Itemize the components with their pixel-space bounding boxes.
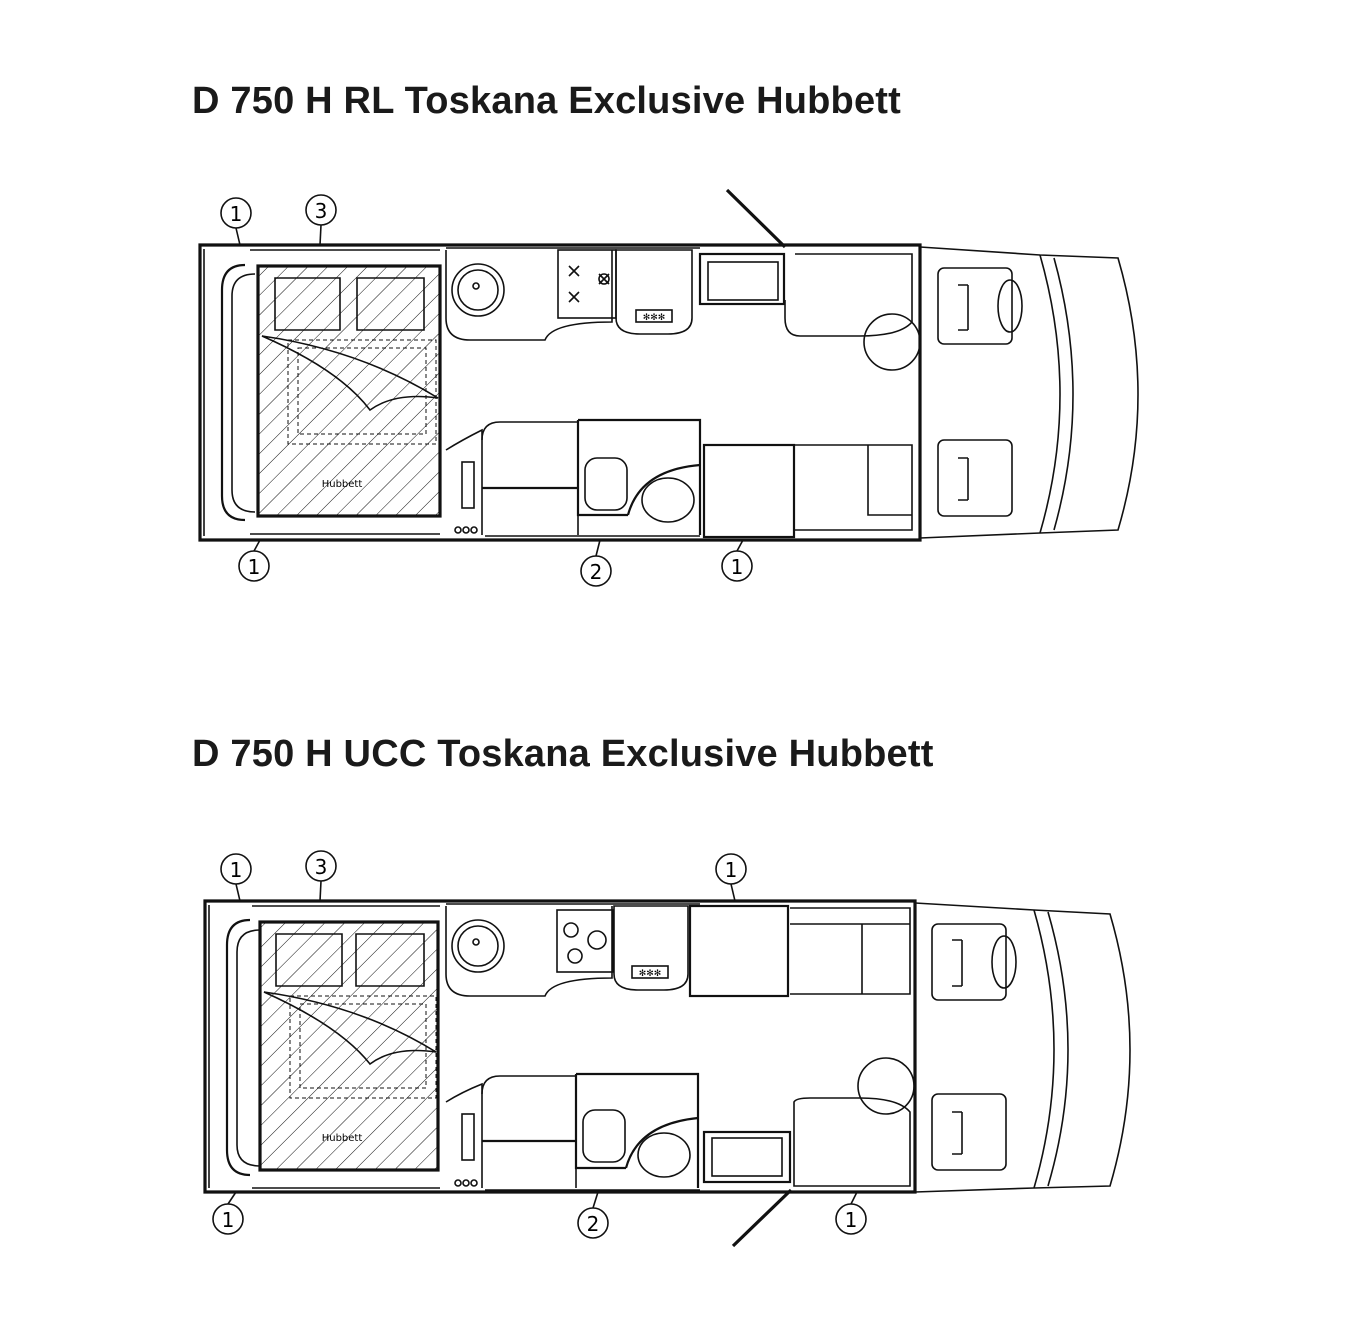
callout-label: 3: [315, 855, 328, 879]
cabinet-entry: [698, 252, 786, 306]
vehicle-body: [198, 243, 1139, 542]
callout-label: 1: [845, 1208, 858, 1232]
front-dinette: [688, 904, 911, 998]
callout-label: 1: [230, 858, 243, 882]
callout-label: 1: [725, 858, 738, 882]
entry-door: [731, 1188, 793, 1248]
window-lines: [252, 903, 700, 1191]
fridge: ✻✻✻: [615, 249, 693, 335]
callout-label: 1: [222, 1208, 235, 1232]
cab-seat-driver: [937, 267, 1023, 345]
callout-label: 2: [587, 1212, 600, 1236]
cab-seat-passenger: [937, 439, 1013, 517]
cab-seat-passenger: [931, 1093, 1007, 1171]
floorplan-ucc: Hubbett ✻✻✻: [203, 850, 1131, 1248]
wardrobe-and-bathroom: [445, 1072, 700, 1188]
cabinet-entry: [702, 1130, 792, 1184]
callout-label: 1: [731, 555, 744, 579]
fridge: ✻✻✻: [613, 905, 689, 991]
callout-label: 1: [230, 202, 243, 226]
floorplan-title-ucc: D 750 H UCC Toskana Exclusive Hubbett: [192, 733, 934, 775]
fridge-label: ✻✻✻: [643, 313, 666, 323]
cab-seat-driver: [931, 923, 1017, 1001]
callout-label: 3: [315, 199, 328, 223]
dinette-bench: [784, 253, 921, 371]
kitchen-sink: [445, 906, 613, 997]
fridge-label: ✻✻✻: [639, 969, 662, 979]
lounge-bench: [793, 1057, 915, 1187]
callout-label: 1: [248, 555, 261, 579]
kitchen-sink: [445, 250, 613, 341]
wardrobe-and-bathroom: [445, 418, 702, 535]
callout-label: 2: [590, 560, 603, 584]
double-bed: Hubbett: [220, 263, 442, 522]
entry-door: [725, 188, 787, 249]
bed-label: Hubbett: [322, 1133, 363, 1144]
floorplan-rl: Hubbett ✻✻✻: [198, 188, 1139, 587]
floorplan-title-rl: D 750 H RL Toskana Exclusive Hubbett: [192, 80, 902, 122]
double-bed: Hubbett: [225, 918, 440, 1177]
callouts: 1 3 1 2 1: [220, 194, 753, 587]
bed-label: Hubbett: [322, 479, 363, 490]
ceramic-hob: [556, 909, 614, 973]
gas-cooker: [557, 249, 617, 319]
vehicle-body: [203, 899, 1131, 1194]
window-lines: [250, 247, 700, 537]
rear-dinette: [702, 443, 913, 539]
callouts: 1 3 1 1 2 1: [212, 850, 867, 1239]
